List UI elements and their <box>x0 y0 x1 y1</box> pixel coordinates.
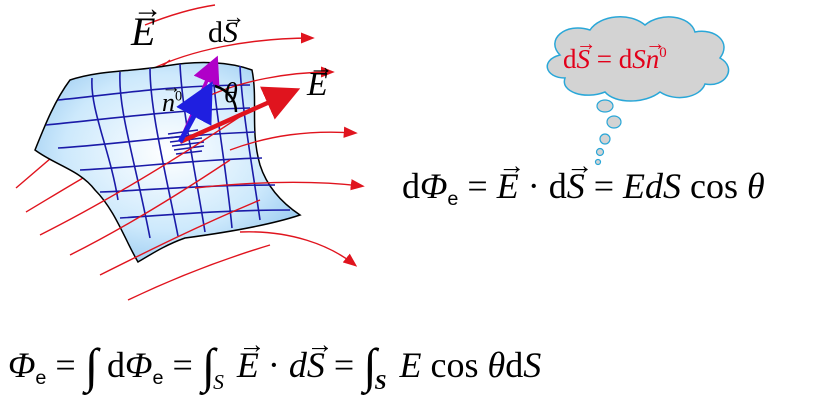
f2-int1: ∫ <box>84 339 99 393</box>
normal-label: n0 <box>162 88 182 118</box>
f1-rhs: EdS <box>623 166 682 206</box>
f2-phi-sub: e <box>35 367 47 390</box>
angle-arc <box>214 84 238 113</box>
area-label: dS <box>208 16 238 50</box>
field-line <box>99 199 261 276</box>
f1-phi-sub: e <box>447 187 459 210</box>
flux-integral-formula: Φe = ∫ dΦe = ∫S E · dS = ∫S E cos θdS <box>8 338 541 395</box>
field-line <box>69 159 231 256</box>
f2-cos: cos <box>430 345 479 386</box>
field-line <box>194 179 365 191</box>
cloud-rhs-s: S <box>632 44 646 74</box>
f2-int3: ∫ <box>363 339 377 393</box>
f1-eq1: = <box>467 166 488 206</box>
f2-E: E <box>237 344 259 386</box>
field-label-vec: E <box>131 8 155 55</box>
cloud-equation: dS = dSn0 <box>563 44 667 75</box>
field-line <box>39 109 251 236</box>
normal-vector-arrow <box>176 81 213 144</box>
f2-int2-sub: S <box>213 370 224 395</box>
f1-phi: Φ <box>420 166 448 206</box>
cloud-eq: = <box>596 44 612 74</box>
f2-phi2: Φ <box>125 345 153 386</box>
f2-int3-sub: S <box>374 370 387 395</box>
field-line <box>127 244 271 301</box>
f2-d: d <box>107 345 126 386</box>
f2-dS-s: S <box>307 344 325 386</box>
field-label-2-vec: E <box>307 66 328 104</box>
field-line <box>239 231 358 267</box>
f2-theta: θ <box>487 345 506 386</box>
angle-label: θ <box>224 78 238 109</box>
field-label-2: E <box>307 66 328 104</box>
cloud-rhs-n: n <box>646 44 660 75</box>
f1-dS-d: d <box>548 166 567 206</box>
f2-eq1: = <box>55 345 76 386</box>
f2-E2: E <box>399 345 422 386</box>
f2-tail-s: S <box>523 345 542 386</box>
f1-eq2: = <box>593 166 615 206</box>
flux-element-formula: dΦe = E · dS = EdS cos θ <box>402 165 765 211</box>
f2-eq3: = <box>333 345 355 386</box>
normal-label-n: n <box>162 88 175 118</box>
cloud-rhs-d: d <box>618 44 633 74</box>
f1-E: E <box>497 165 519 207</box>
field-label: E <box>131 8 155 55</box>
field-line <box>229 126 358 151</box>
cloud-lhs-d: d <box>563 44 577 74</box>
cloud-lhs-s: S <box>577 44 591 75</box>
f2-phi: Φ <box>8 345 36 386</box>
f2-tail-d: d <box>505 345 524 386</box>
f1-cos: cos <box>690 166 739 206</box>
field-vector-arrow <box>179 86 301 145</box>
f2-int2: ∫ <box>201 339 216 393</box>
area-label-s: S <box>223 16 238 50</box>
f1-d: d <box>402 166 420 206</box>
f1-dS-s: S <box>567 165 585 207</box>
area-label-d: d <box>208 16 223 49</box>
f1-theta: θ <box>747 166 765 206</box>
thought-cloud <box>546 16 730 166</box>
f2-dS-d: d <box>288 345 307 386</box>
f2-eq2: = <box>172 345 193 386</box>
f2-phi2-sub: e <box>152 367 164 390</box>
f1-dot: · <box>527 166 540 206</box>
f2-dot: · <box>267 345 280 386</box>
